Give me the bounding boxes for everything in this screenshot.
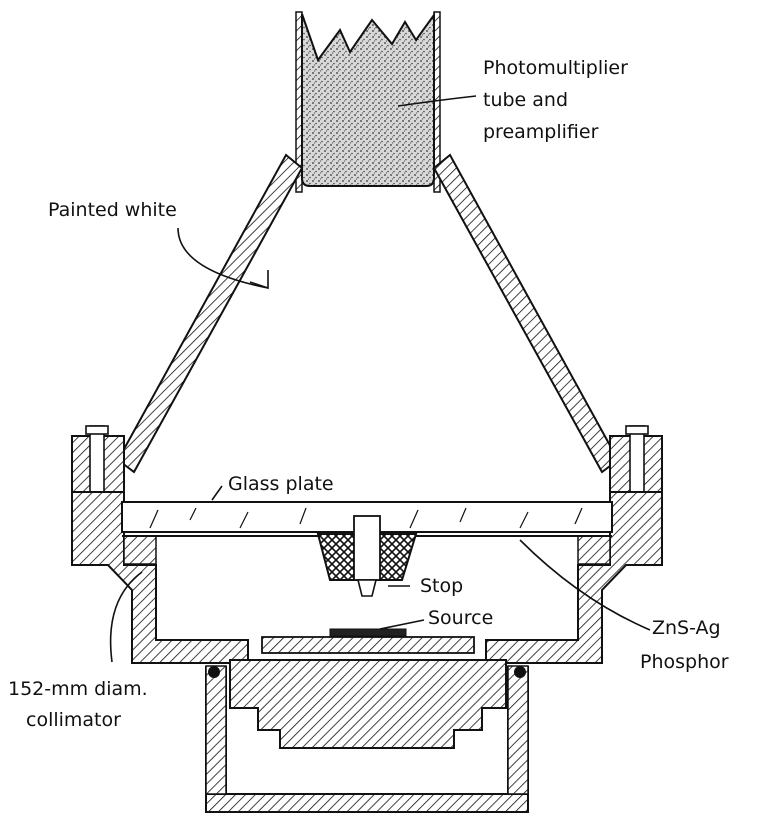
label-source: Source	[428, 607, 493, 629]
label-photomultiplier-line-2: tube and	[483, 89, 568, 111]
housing-body	[71, 491, 663, 664]
photomultiplier-tube	[295, 11, 441, 193]
label-collimator-line-1: 152-mm diam.	[8, 678, 148, 700]
leader-lines	[109, 95, 651, 663]
label-photomultiplier-line-1: Photomultiplier	[483, 57, 628, 79]
leader-glass-plate	[211, 485, 223, 501]
label-collimator: 152-mm diam. collimator	[8, 678, 148, 731]
leader-photomultiplier	[397, 95, 477, 107]
stop-assembly	[316, 515, 418, 597]
leader-collimator	[109, 571, 143, 663]
label-photomultiplier: Photomultiplier tube and preamplifier	[483, 57, 628, 143]
cone-housing	[116, 153, 620, 474]
leader-phosphor	[519, 539, 651, 631]
label-glass-plate: Glass plate	[228, 473, 334, 495]
label-phosphor-line-1: ZnS-Ag	[652, 617, 721, 639]
label-painted-white: Painted white	[48, 199, 177, 221]
label-phosphor: ZnS-Ag Phosphor	[640, 617, 729, 673]
label-stop: Stop	[420, 575, 463, 597]
label-collimator-line-2: collimator	[26, 709, 121, 731]
label-photomultiplier-line-3: preamplifier	[483, 121, 599, 143]
leader-painted-white	[177, 227, 269, 289]
label-phosphor-line-2: Phosphor	[640, 651, 729, 673]
leader-source	[379, 619, 425, 630]
source-sample	[261, 628, 475, 654]
lower-base	[205, 659, 529, 813]
